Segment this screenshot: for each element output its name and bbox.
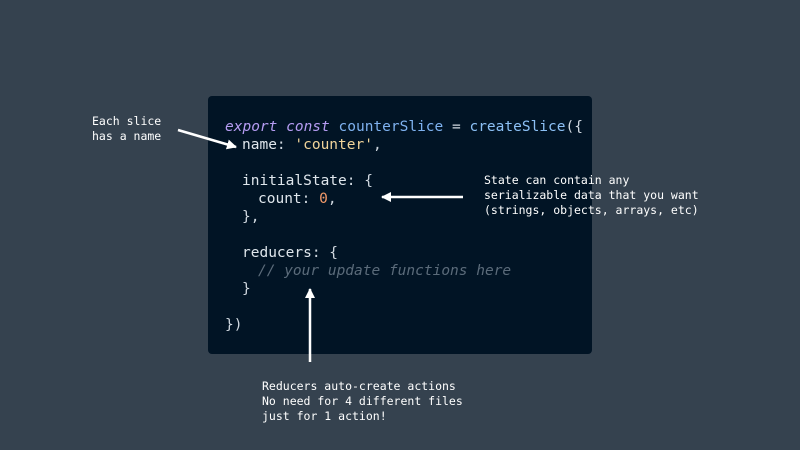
punct-colon-brace: : { (346, 173, 373, 189)
annotation-state: State can contain any serializable data … (484, 173, 699, 217)
code-panel: export const counterSlice = createSlice(… (208, 96, 592, 354)
annotation-reducers: Reducers auto-create actions No need for… (262, 379, 463, 423)
operator-equals: = (443, 119, 470, 135)
key-name: name (242, 137, 277, 153)
punct-colon-brace: : { (311, 245, 339, 261)
number-zero: 0 (319, 191, 328, 207)
code-line-initial-state: initialState: { (242, 172, 373, 190)
code-line-close-reducers: } (242, 281, 251, 297)
code-line-name: name: 'counter', (242, 136, 382, 154)
punct-comma: , (372, 137, 382, 153)
key-initial-state: initialState (242, 173, 347, 189)
key-count: count (258, 191, 302, 207)
key-reducers: reducers (242, 245, 312, 261)
function-create-slice: createSlice (469, 119, 566, 135)
punct-colon: : (276, 137, 295, 153)
code-comment: // your update functions here (258, 263, 512, 279)
code-line-count: count: 0, (258, 190, 337, 208)
string-counter: 'counter' (294, 137, 373, 153)
code-line-close-state: }, (242, 209, 260, 225)
code-line-reducers: reducers: { (242, 244, 338, 262)
code-line-export: export const counterSlice = createSlice(… (225, 118, 583, 136)
code-line-close-slice: }) (225, 317, 243, 333)
annotation-slice-name: Each slice has a name (92, 114, 162, 143)
punct-colon: : (301, 191, 320, 207)
punct-open: ({ (565, 119, 583, 135)
keyword-export-const: export const (225, 119, 330, 135)
punct-comma: , (327, 191, 337, 207)
arrow-to-name (177, 128, 237, 150)
identifier-counter-slice: counterSlice (338, 119, 444, 135)
